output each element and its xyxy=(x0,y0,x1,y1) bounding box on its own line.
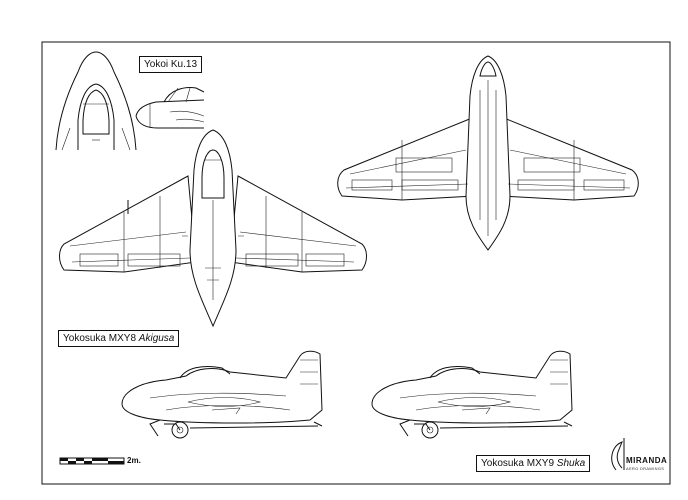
ku13-nose-side-view xyxy=(135,87,205,129)
akigusa-label: Yokosuka MXY8 Akigusa xyxy=(58,330,180,347)
logo-name: MIRANDA xyxy=(626,456,668,465)
akigusa-label-italic: Akigusa xyxy=(138,333,175,344)
shuka-label: Yokosuka MXY9 Shuka xyxy=(476,455,591,472)
sheet-frame xyxy=(41,41,671,485)
shuka-label-name: Yokosuka MXY9 xyxy=(481,458,557,469)
miranda-logo-mark xyxy=(611,438,625,471)
akigusa-label-name: Yokosuka MXY8 xyxy=(63,333,139,344)
ku13-nose-top-view xyxy=(55,51,137,151)
shuka-underside-view xyxy=(337,55,639,251)
scale-label: 2m. xyxy=(127,456,141,465)
logo-subtitle: AERO DRAWINGS xyxy=(626,466,665,471)
scale-bar xyxy=(59,457,125,465)
akigusa-top-view xyxy=(59,129,367,328)
ku13-label: Yokoi Ku.13 xyxy=(139,56,203,73)
shuka-label-italic: Shuka xyxy=(556,458,586,469)
shuka-side-view xyxy=(371,350,573,439)
akigusa-side-view xyxy=(121,350,323,439)
